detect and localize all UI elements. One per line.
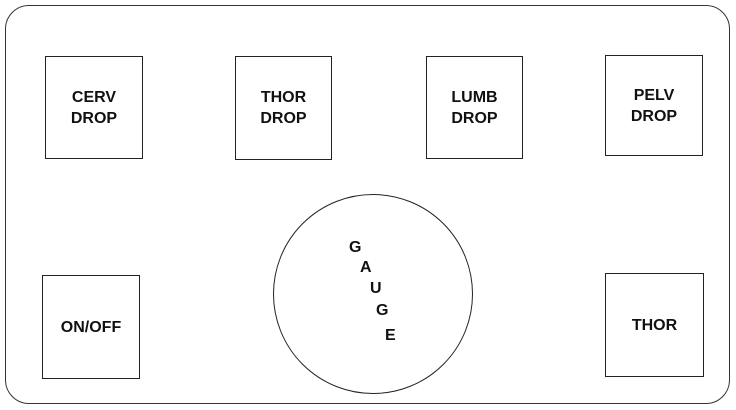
gauge-letter: A: [360, 259, 372, 276]
lumb-drop-label-line1: LUMB: [451, 88, 498, 106]
thor-label: THOR: [631, 316, 678, 334]
thor-button[interactable]: THOR: [605, 273, 704, 377]
pelv-drop-button[interactable]: PELV DROP: [605, 55, 703, 156]
gauge-letter: G: [349, 239, 362, 256]
on-off-button[interactable]: ON/OFF: [42, 275, 140, 379]
control-panel: CERV DROP THOR DROP LUMB DROP PELV DROP …: [5, 5, 730, 404]
cerv-drop-button[interactable]: CERV DROP: [45, 56, 143, 159]
cerv-drop-label-line2: DROP: [70, 109, 118, 127]
gauge-letter: U: [370, 280, 382, 297]
thor-drop-label-line2: DROP: [260, 110, 307, 127]
pelv-drop-label-line1: PELV: [633, 86, 675, 104]
gauge-dial: G A U G E: [273, 194, 473, 394]
pelv-drop-label-line2: DROP: [630, 107, 678, 125]
on-off-label: ON/OFF: [60, 318, 122, 336]
lumb-drop-label-line2: DROP: [451, 109, 498, 127]
lumb-drop-button[interactable]: LUMB DROP: [426, 56, 523, 159]
thor-drop-button[interactable]: THOR DROP: [235, 56, 332, 160]
thor-drop-label-line1: THOR: [260, 89, 307, 106]
cerv-drop-label-line1: CERV: [71, 88, 117, 106]
gauge-letter: E: [385, 327, 396, 344]
gauge-letter: G: [376, 302, 389, 319]
